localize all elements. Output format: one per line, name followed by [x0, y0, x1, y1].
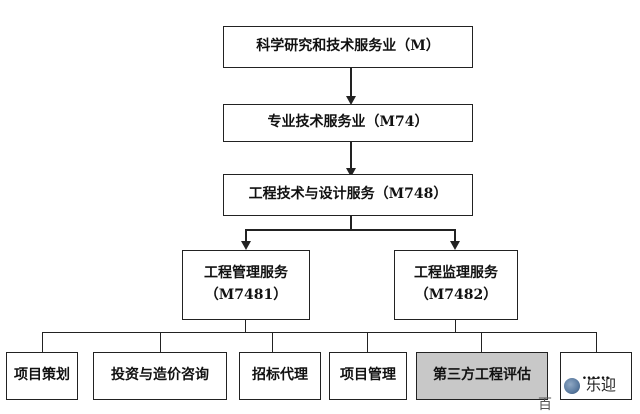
connector-leaf-1-drop	[160, 332, 161, 352]
level4-node-0-name: 工程管理服务	[204, 265, 288, 282]
arrowhead-l3	[346, 168, 356, 177]
leaf-node-0: 项目策划	[6, 352, 78, 400]
leaf-node-3: 项目管理	[329, 352, 407, 400]
connector-l4-horizontal	[245, 229, 456, 231]
leaf-node-3-label: 项目管理	[340, 367, 396, 384]
connector-l4-left-down	[245, 320, 246, 332]
level4-node-0: 工程管理服务 （M7481）	[182, 250, 310, 320]
watermark-left-text: 百	[538, 397, 552, 413]
leaf-node-1-label: 投资与造价咨询	[111, 367, 209, 384]
leaf-node-4-label: 第三方工程评估	[433, 367, 531, 384]
connector-l3-down	[350, 216, 352, 230]
connector-leaf-2-drop	[272, 332, 273, 352]
arrowhead-l4-left	[241, 241, 251, 250]
arrowhead-l4-right	[450, 241, 460, 250]
level4-node-1-name: 工程监理服务	[414, 265, 498, 282]
level2-node-label: 专业技术服务业（M74）	[267, 114, 429, 131]
leaf-node-2: 招标代理	[239, 352, 321, 400]
leaf-node-0-label: 项目策划	[14, 367, 70, 384]
connector-l4-right-down	[455, 320, 456, 332]
connector-leaf-3-drop	[367, 332, 368, 352]
connector-leaf-4-drop	[481, 332, 482, 352]
connector-l4-left-drop	[245, 229, 247, 243]
connector-l4-right-drop	[454, 229, 456, 243]
snowflake-logo-icon	[564, 378, 580, 394]
watermark-right-text: 乐迎	[586, 376, 617, 394]
leaf-node-4: 第三方工程评估	[416, 352, 548, 400]
root-node-label: 科学研究和技术服务业（M）	[256, 38, 440, 55]
connector-leaf-5-drop	[596, 332, 597, 352]
level3-node: 工程技术与设计服务（M748）	[223, 174, 473, 216]
leaf-node-2-label: 招标代理	[252, 367, 308, 384]
level4-node-1-code: （M7482）	[414, 287, 498, 303]
connector-l2-to-l3	[350, 142, 352, 170]
arrowhead-l2	[346, 96, 356, 105]
leaf-node-5-label: ……	[582, 367, 610, 384]
level4-node-1: 工程监理服务 （M7482）	[394, 250, 518, 320]
root-node: 科学研究和技术服务业（M）	[223, 26, 473, 68]
connector-leaf-0-drop	[42, 332, 43, 352]
leaf-node-1: 投资与造价咨询	[93, 352, 227, 400]
level2-node: 专业技术服务业（M74）	[223, 104, 473, 142]
connector-leaves-horizontal	[42, 332, 597, 333]
connector-root-to-l2	[350, 68, 352, 98]
level3-node-label: 工程技术与设计服务（M748）	[248, 186, 448, 203]
level4-node-0-code: （M7481）	[204, 287, 288, 303]
